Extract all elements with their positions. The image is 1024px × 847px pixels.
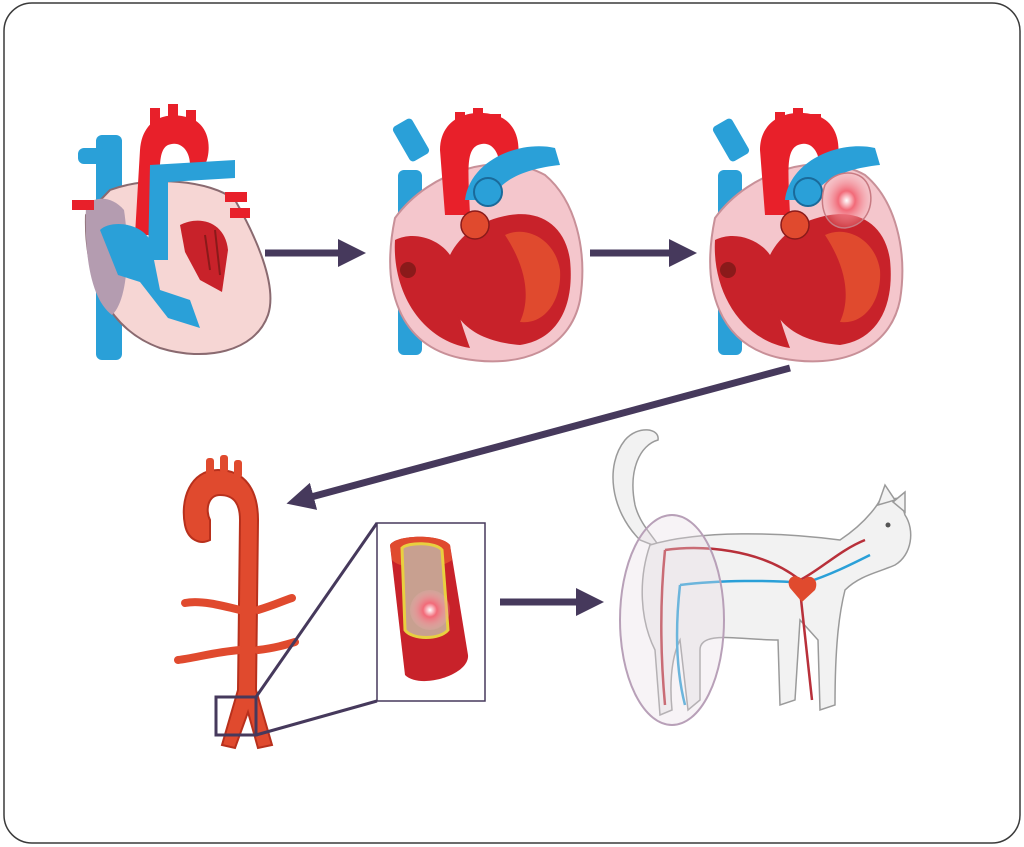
vessel-clot-icon [376, 522, 486, 702]
zoom-line-bottom [255, 699, 378, 737]
zoom-line-top [254, 522, 379, 698]
hind-limb-highlight [619, 514, 725, 726]
zoom-box [214, 695, 258, 737]
arrow-3 [286, 364, 791, 510]
normal-heart-icon [72, 104, 272, 360]
clot-in-vessel [410, 590, 450, 630]
heart-thrombus-icon [709, 108, 904, 363]
clot [821, 172, 872, 229]
cat-heart [788, 576, 817, 602]
hypertrophic-heart-icon [389, 108, 584, 363]
cat-circulation-icon [612, 429, 912, 726]
aorta-icon [174, 455, 299, 750]
